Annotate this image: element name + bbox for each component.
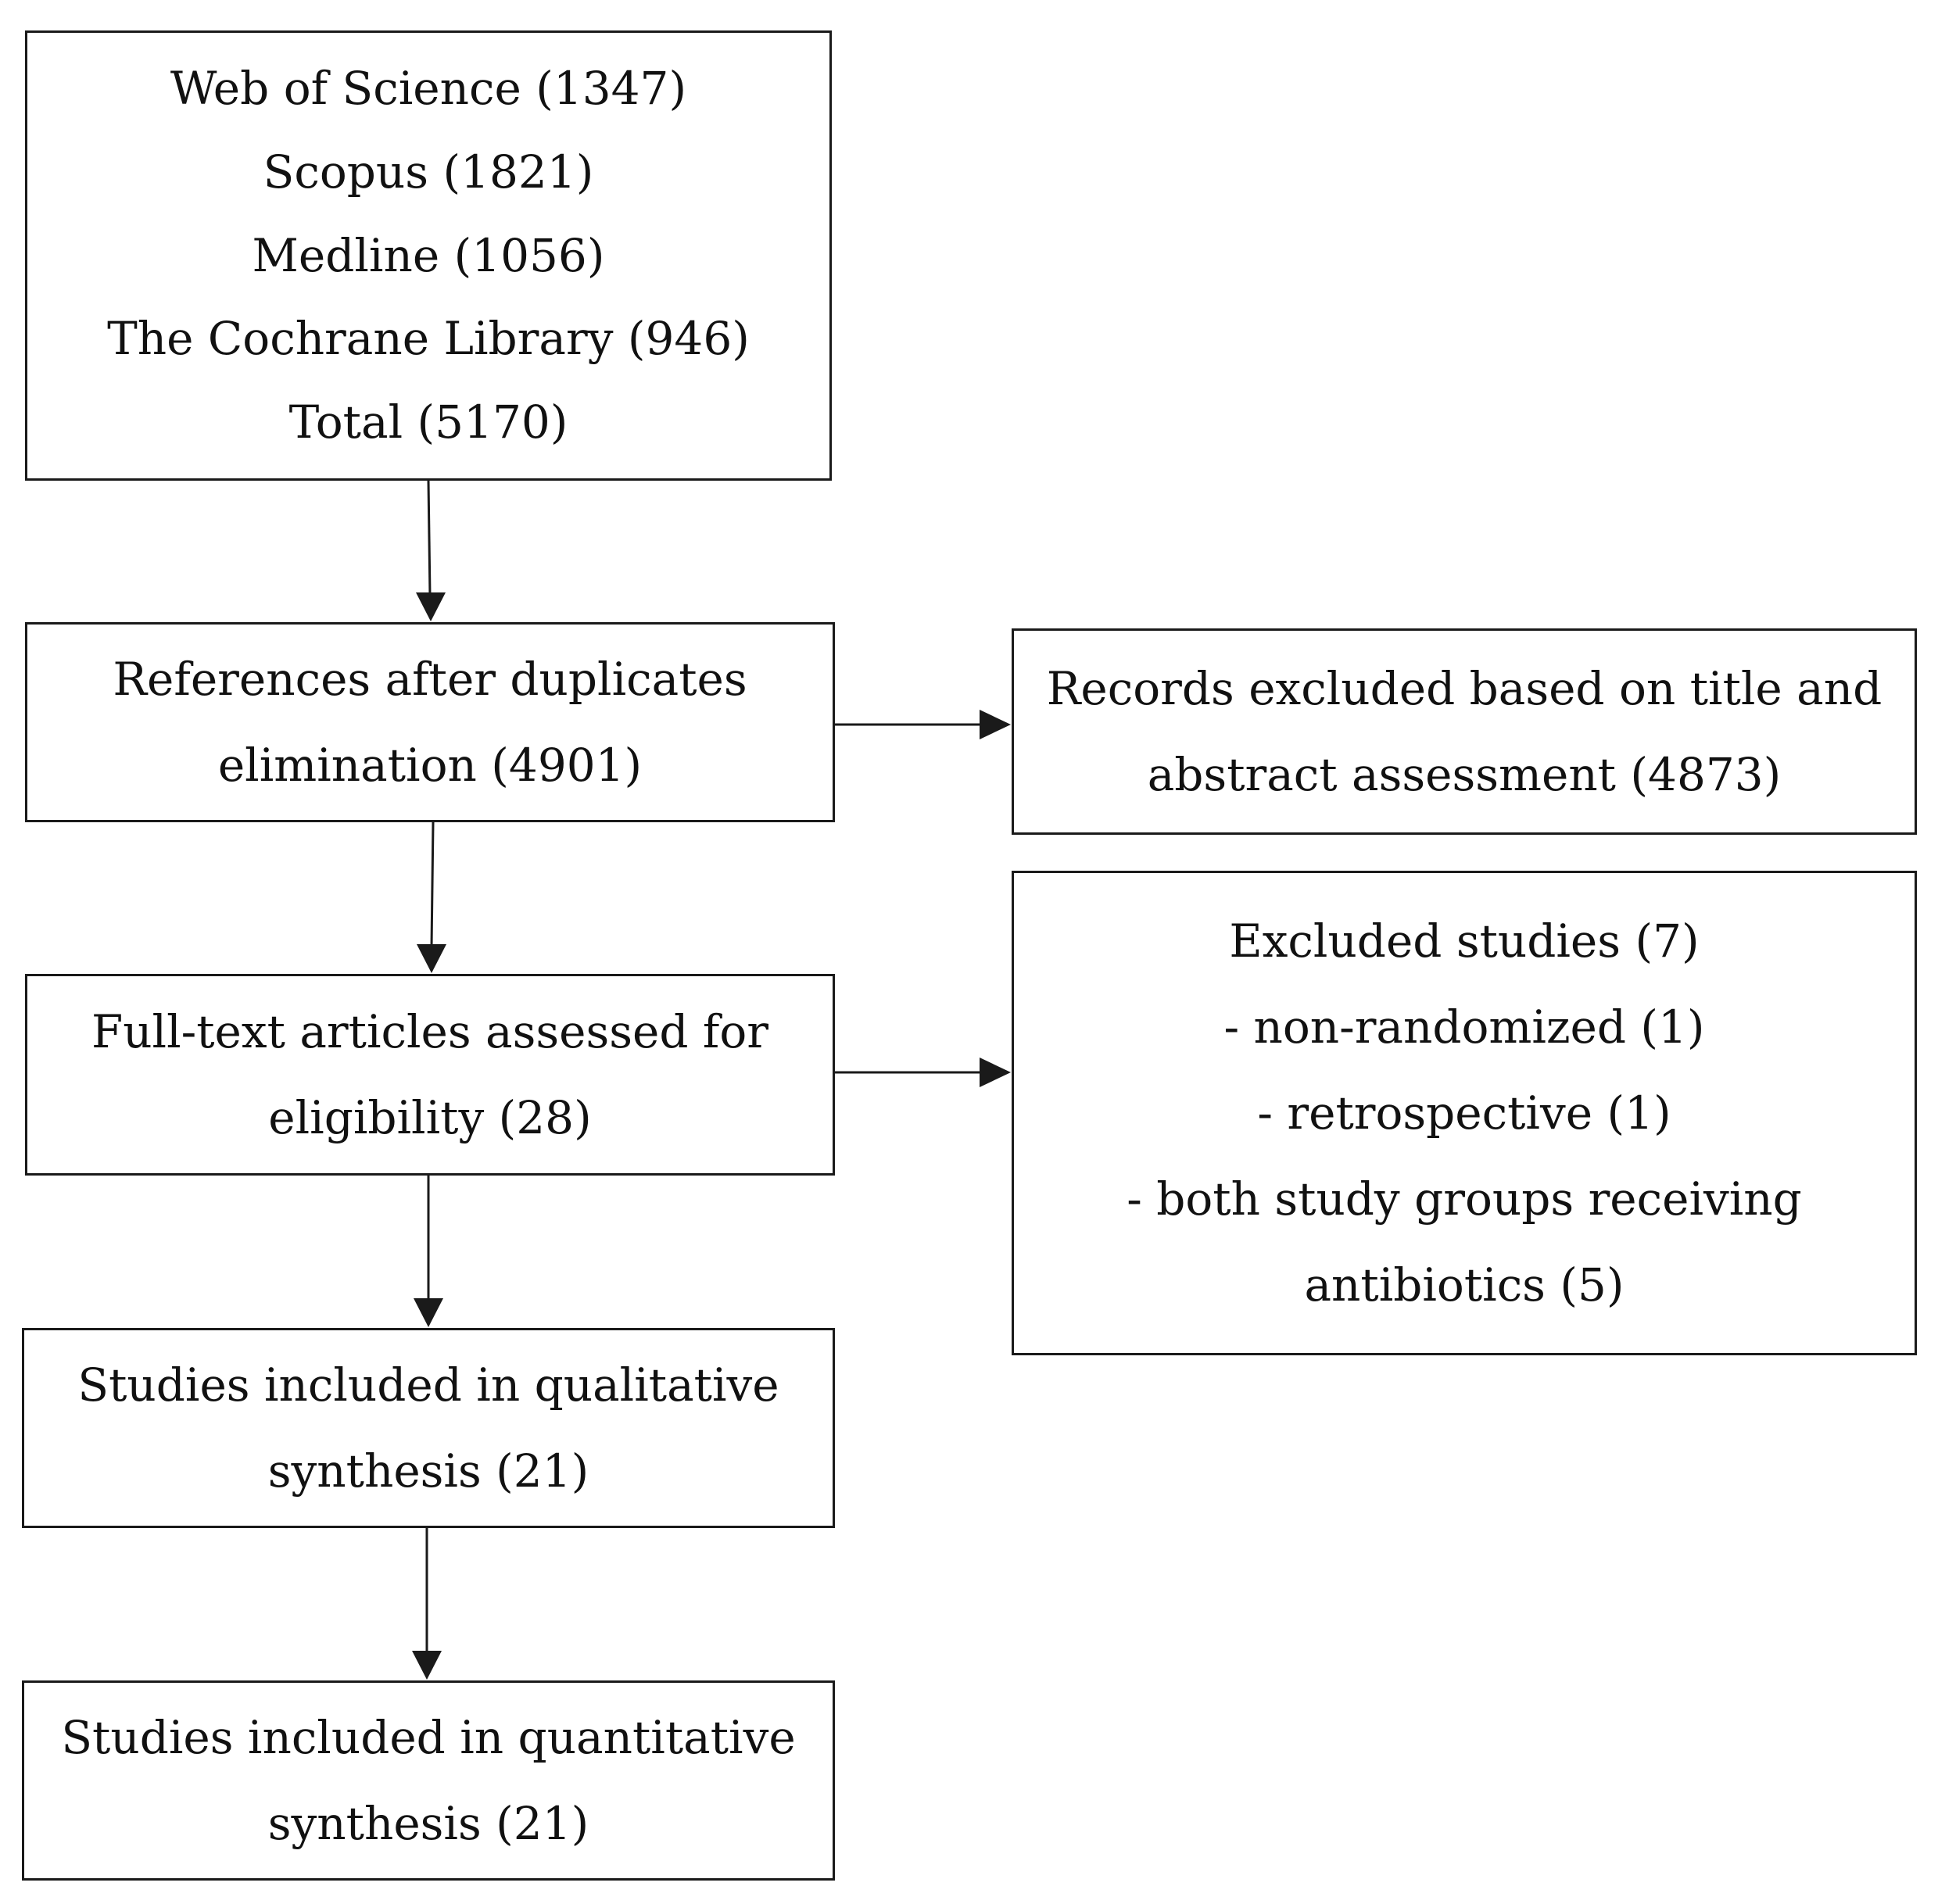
source-line: Medline (1056) <box>252 228 605 282</box>
arrowhead-down <box>412 1651 442 1680</box>
arrowhead-right <box>980 710 1011 739</box>
box-text-line: elimination (4901) <box>217 739 643 792</box>
excluded-title-abstract-box: Records excluded based on title and abst… <box>1012 628 1917 835</box>
exclusion-reason-line: antibiotics (5) <box>1304 1258 1625 1312</box>
box-text-line: Excluded studies (7) <box>1229 914 1700 968</box>
box-text-line: abstract assessment (4873) <box>1147 748 1782 801</box>
exclusion-reason-line: - non-randomized (1) <box>1223 1000 1705 1054</box>
qualitative-synthesis-box: Studies included in qualitative synthesi… <box>22 1328 835 1528</box>
database-sources-box: Web of Science (1347) Scopus (1821) Medl… <box>25 30 832 481</box>
total-line: Total (5170) <box>288 395 568 449</box>
source-line: Scopus (1821) <box>263 145 594 199</box>
arrow-sources-to-deduplicated <box>427 480 432 596</box>
arrow-deduplicated-to-full-text <box>430 821 435 948</box>
excluded-studies-box: Excluded studies (7) - non-randomized (1… <box>1012 871 1917 1355</box>
source-line: Web of Science (1347) <box>170 62 687 116</box>
exclusion-reason-line: - retrospective (1) <box>1257 1086 1671 1140</box>
source-line: The Cochrane Library (946) <box>107 312 750 366</box>
arrowhead-down <box>416 592 446 621</box>
box-text-line: Records excluded based on title and <box>1046 661 1882 715</box>
arrowhead-down <box>414 1298 443 1327</box>
box-text-line: synthesis (21) <box>267 1444 589 1498</box>
full-text-assessed-box: Full-text articles assessed for eligibil… <box>25 974 835 1176</box>
box-text-line: Full-text articles assessed for <box>91 1004 769 1058</box>
exclusion-reason-line: - both study groups receiving <box>1127 1172 1802 1226</box>
deduplicated-references-box: References after duplicates elimination … <box>25 622 835 822</box>
box-text-line: Studies included in quantitative <box>61 1710 796 1764</box>
box-text-line: eligibility (28) <box>268 1091 592 1144</box>
box-text-line: Studies included in qualitative <box>77 1358 779 1412</box>
box-text-line: References after duplicates <box>113 652 747 706</box>
arrowhead-right <box>980 1058 1011 1087</box>
quantitative-synthesis-box: Studies included in quantitative synthes… <box>22 1680 835 1881</box>
arrowhead-down <box>417 944 446 973</box>
box-text-line: synthesis (21) <box>267 1797 589 1850</box>
